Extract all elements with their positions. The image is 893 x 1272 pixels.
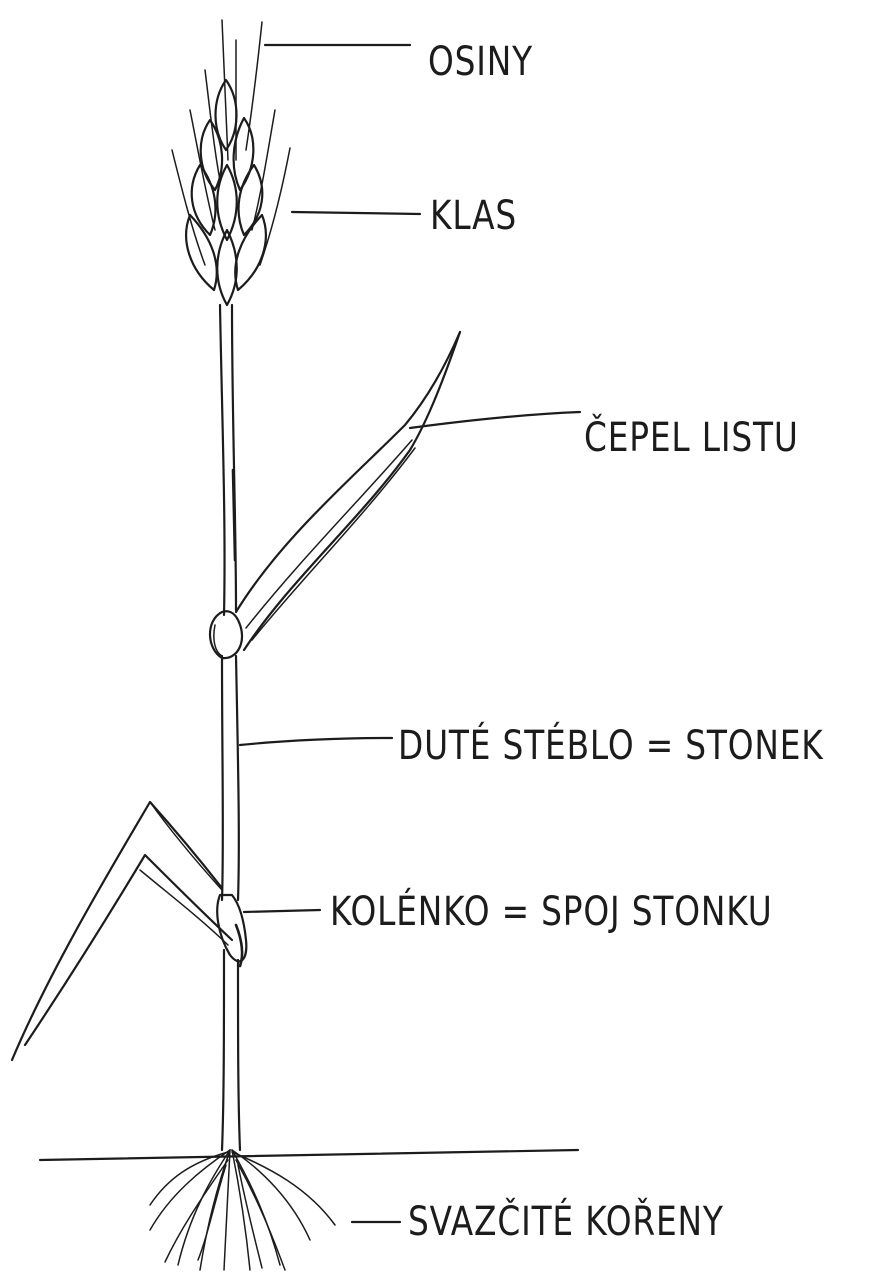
ground-line [40,1150,578,1160]
label-osiny: OSINY [428,42,533,82]
lower-leaf [12,802,232,1060]
label-cepel-listu: ČEPEL LISTU [584,418,799,458]
label-koreny: SVAZČITÉ KOŘENY [408,1202,724,1242]
fibrous-roots [150,1150,335,1270]
leader-lines [240,45,580,1222]
label-klas: KLAS [430,196,517,236]
leader-kolenko [244,910,320,912]
upper-node [210,611,242,658]
leaf-blade [236,332,460,650]
label-kolenko: KOLÉNKO = SPOJ STONKU [330,892,773,932]
leader-steblo [240,738,392,745]
leader-cepel [410,412,580,428]
label-dute-steblo: DUTÉ STÉBLO = STONEK [398,726,824,766]
leader-klas [292,212,420,214]
upper-stem [220,305,236,615]
